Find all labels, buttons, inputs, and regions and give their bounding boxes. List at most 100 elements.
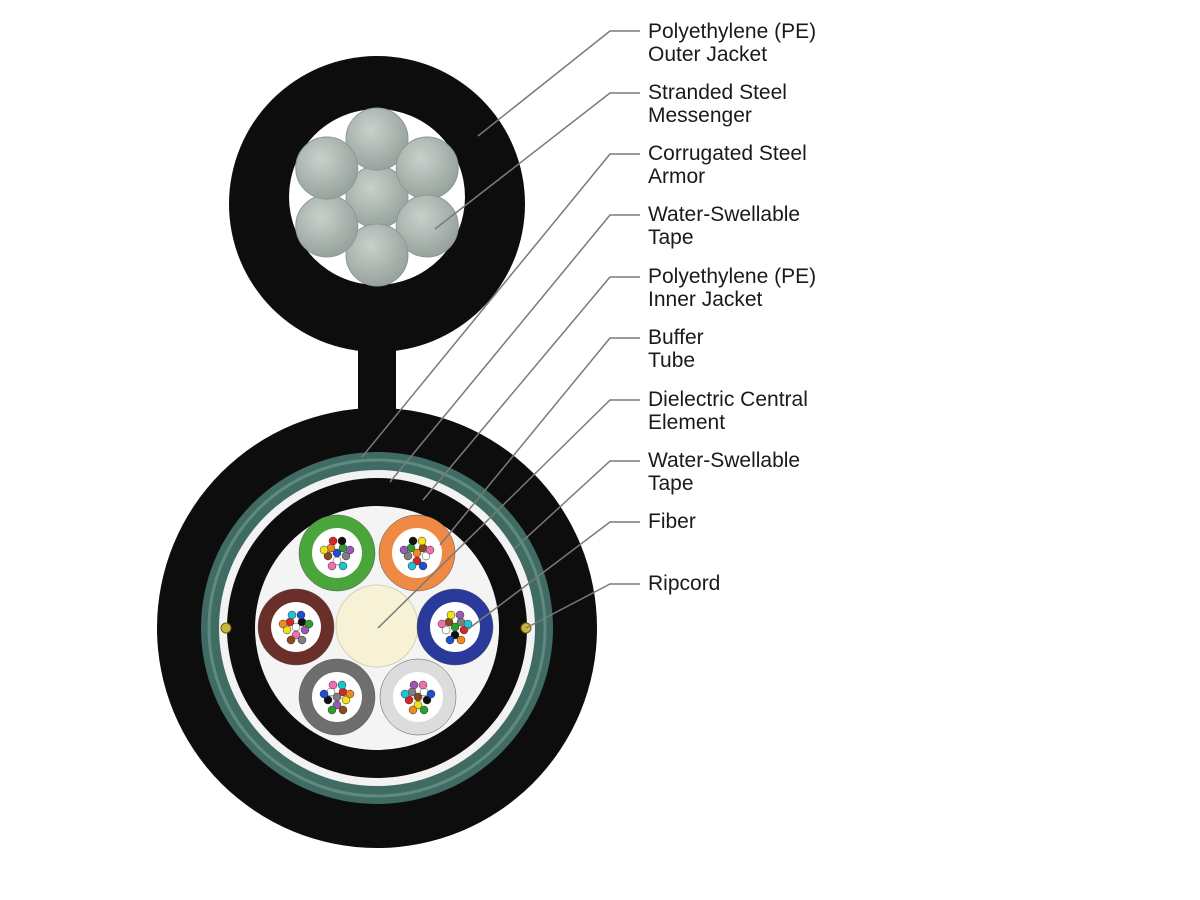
leader-buffer-tube: [439, 337, 640, 546]
steel-wire: [295, 194, 359, 258]
leader-inner-jacket: [422, 276, 640, 501]
leader-corrugated-steel-armor: [361, 153, 640, 458]
buffer-tubes: [257, 514, 494, 736]
fiber: [338, 561, 348, 571]
fiber: [338, 543, 348, 553]
steel-wire: [295, 136, 359, 200]
fiber: [300, 625, 310, 635]
fiber: [408, 536, 418, 546]
fiber: [327, 561, 337, 571]
label-outer-jacket: Polyethylene (PE) Outer Jacket: [648, 20, 1048, 66]
fiber: [407, 561, 417, 571]
fiber: [463, 619, 473, 629]
fiber: [327, 705, 337, 715]
label-line-2: Messenger: [648, 104, 752, 127]
label-line-2: Element: [648, 411, 726, 434]
leader-stranded-steel-messenger: [434, 92, 640, 230]
leader-water-swellable-tape-2: [513, 460, 640, 550]
label-water-swellable-tape-2: Water-Swellable Tape: [648, 449, 1048, 495]
fiber: [319, 545, 329, 555]
fiber: [456, 617, 466, 627]
label-line-1: Polyethylene (PE): [648, 265, 817, 288]
fiber: [407, 687, 417, 697]
fiber: [406, 543, 416, 553]
label-line-2: Inner Jacket: [648, 288, 763, 311]
dielectric-central-element: [335, 584, 419, 668]
orange-tube: [378, 514, 456, 592]
fiber: [426, 689, 436, 699]
label-line-1: Buffer: [648, 326, 704, 349]
fiber: [323, 551, 333, 561]
blue-tube: [416, 588, 494, 666]
fiber: [399, 545, 409, 555]
ripcord-left: [220, 622, 232, 634]
fiber: [328, 680, 338, 690]
label-line-1: Ripcord: [648, 572, 721, 595]
fiber: [341, 551, 351, 561]
fiber: [278, 619, 288, 629]
fiber: [456, 635, 466, 645]
label-line-2: Tape: [648, 226, 694, 249]
fiber: [328, 536, 338, 546]
leader-ripcord: [525, 583, 640, 629]
label-line-1: Dielectric Central: [648, 388, 808, 411]
fiber: [409, 680, 419, 690]
white-tube: [379, 658, 457, 736]
fiber: [326, 543, 336, 553]
armor-highlight: [207, 458, 547, 798]
fiber: [421, 551, 431, 561]
steel-wire: [395, 136, 459, 200]
fiber: [408, 705, 418, 715]
leader-fiber: [466, 521, 640, 631]
label-line-2: Tape: [648, 472, 694, 495]
fiber: [417, 536, 427, 546]
label-line-2: Outer Jacket: [648, 43, 768, 66]
label-line-1: Stranded Steel: [648, 81, 787, 104]
fiber: [341, 695, 351, 705]
fiber: [441, 625, 451, 635]
leader-water-swellable-tape-1: [389, 214, 640, 483]
fiber: [297, 635, 307, 645]
fiber: [282, 625, 292, 635]
fiber: [418, 680, 428, 690]
fiber: [419, 705, 429, 715]
fiber: [304, 619, 314, 629]
main-cable-section: [157, 408, 597, 848]
fiber: [286, 635, 296, 645]
label-line-2: Armor: [648, 165, 706, 188]
fiber: [338, 687, 348, 697]
label-central-element: Dielectric Central Element: [648, 388, 1048, 434]
label-ripcord: Ripcord: [648, 572, 1048, 595]
fiber: [345, 545, 355, 555]
fiber: [418, 561, 428, 571]
leader-central-element: [377, 399, 640, 629]
stranded-steel-messenger: [295, 107, 459, 287]
fiber: [422, 695, 432, 705]
fiber: [419, 687, 429, 697]
steel-wire: [345, 107, 409, 171]
fiber: [403, 551, 413, 561]
label-inner-jacket: Polyethylene (PE) Inner Jacket: [648, 265, 1048, 311]
fiber: [425, 545, 435, 555]
messenger-section: [229, 56, 525, 435]
label-corrugated-steel-armor: Corrugated Steel Armor: [648, 142, 1048, 188]
fiber: [297, 617, 307, 627]
label-line-2: Tube: [648, 349, 696, 372]
fiber: [285, 617, 295, 627]
fiber: [296, 610, 306, 620]
fiber: [323, 695, 333, 705]
label-water-swellable-tape-1: Water-Swellable Tape: [648, 203, 1048, 249]
fiber: [338, 705, 348, 715]
fiber: [437, 619, 447, 629]
fiber: [319, 689, 329, 699]
label-line-1: Water-Swellable: [648, 449, 801, 472]
gray-tube: [298, 658, 376, 736]
fiber: [400, 689, 410, 699]
fiber: [345, 689, 355, 699]
fiber: [326, 687, 336, 697]
leader-lines: [361, 30, 640, 631]
fiber: [404, 695, 414, 705]
fiber: [444, 617, 454, 627]
